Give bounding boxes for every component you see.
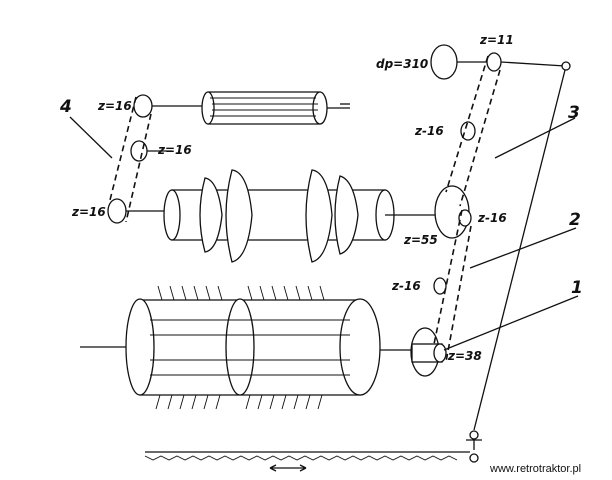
idler-lower: [433, 277, 447, 295]
top-beater-drum: [201, 91, 350, 125]
label-dp310: dp=310: [376, 57, 428, 71]
chain-4-left: [109, 96, 137, 201]
callout-4: 4: [59, 97, 72, 117]
motion-arrow: [269, 464, 307, 472]
label-z16-idler-lower: z-16: [391, 279, 421, 293]
chain-2-right: [445, 225, 472, 363]
label-z11: z=11: [479, 33, 514, 47]
leader-4: [69, 116, 113, 159]
label-z16-middle: z=16: [157, 143, 192, 157]
sprocket-top: [486, 52, 502, 72]
watermark: www.retrotraktor.pl: [489, 463, 581, 475]
sieve: [144, 451, 470, 472]
pivot-top: [561, 61, 571, 71]
idler-upper: [460, 121, 476, 141]
threshing-drums: [80, 285, 412, 410]
chain-2-left: [433, 209, 463, 345]
callout-2: 2: [569, 210, 581, 230]
leader-2: [469, 227, 577, 269]
label-z38: z=38: [447, 349, 482, 363]
label-z55: z=55: [403, 233, 438, 247]
label-z16-lower: z=16: [71, 205, 106, 219]
callout-1: 1: [571, 278, 583, 298]
label-z16-right: z-16: [477, 211, 507, 225]
callout-3: 3: [568, 103, 580, 123]
right-gears: [410, 44, 571, 463]
pulley-top: [430, 44, 458, 80]
leader-3: [494, 117, 576, 159]
leader-1: [443, 295, 579, 351]
screw-conveyor: [163, 169, 440, 263]
upper-left-gears: [107, 94, 208, 224]
chain-4-right: [125, 113, 152, 223]
gear-lower: [107, 198, 127, 224]
label-z16-idler-upper: z-16: [414, 124, 444, 138]
chain-3-right: [459, 69, 501, 207]
gear-upper: [133, 94, 153, 118]
label-z16-upper: z=16: [97, 99, 132, 113]
chain-3-left: [445, 55, 489, 193]
